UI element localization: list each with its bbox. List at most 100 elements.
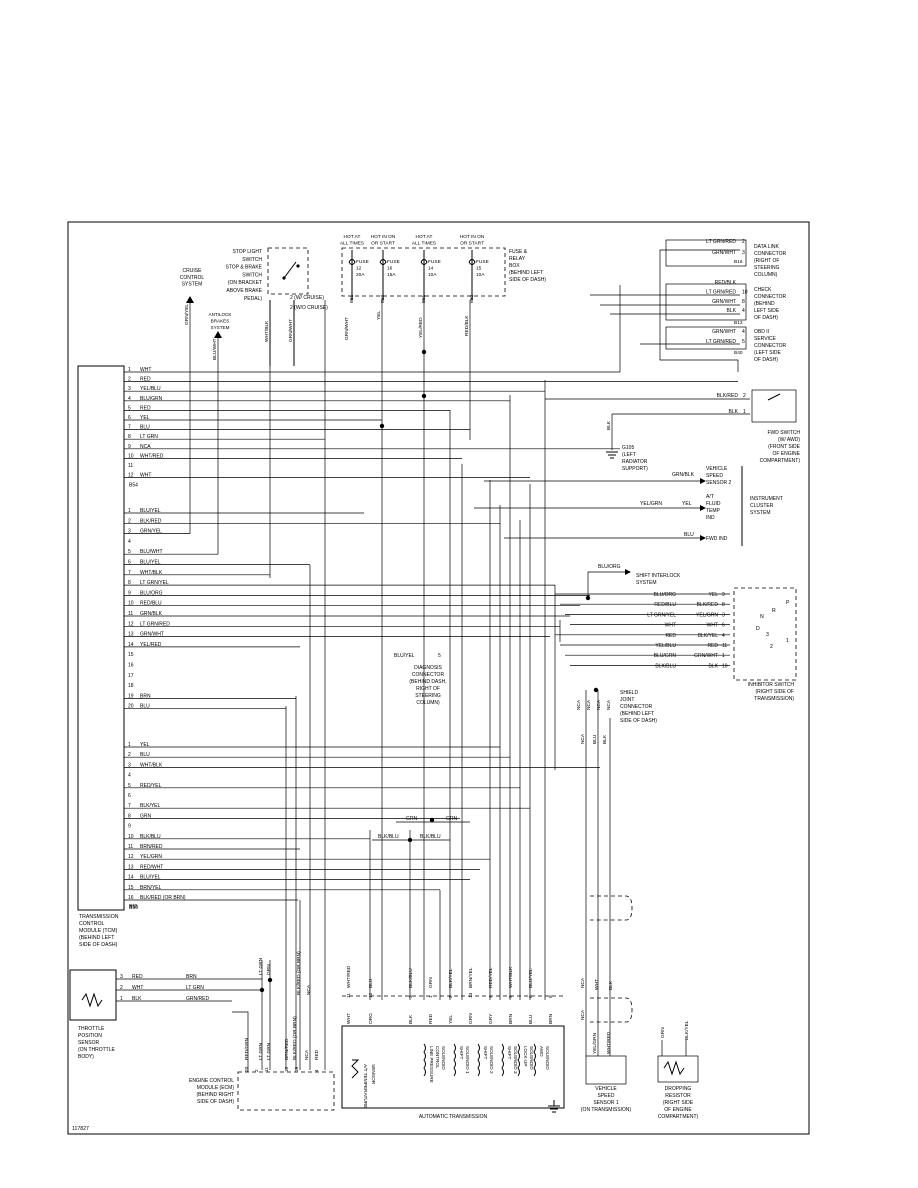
tcm-pin-color: RED/WHT [140, 864, 163, 870]
tcm-pin-number: 8 [128, 434, 131, 440]
data-link-label: DATA LINK [754, 244, 779, 250]
tcm-pin-color: RED/BLU [140, 601, 162, 607]
pin-number: 4 [314, 1069, 320, 1072]
wire-color: WHT [346, 1013, 352, 1024]
fwd-label: (FRONT SIDE [768, 444, 801, 450]
tcm-pin-number: 4 [128, 396, 131, 402]
wire-color: LT GRN/RED [706, 239, 736, 245]
ground-icon [548, 1100, 560, 1113]
ecm-box [237, 1071, 335, 1111]
wire-color: NCA [304, 1049, 310, 1060]
ground-label: RADIATOR [622, 459, 648, 465]
diag-label: (BEHIND DASH, [409, 679, 446, 685]
tcm-pin-color: YEL [140, 415, 150, 421]
wire-color: RED/YEL [488, 967, 494, 988]
solenoid-label: SOLENOID 2 [489, 1046, 494, 1074]
wire-color: LT GRN [266, 1042, 272, 1060]
tcm-pin-number: 13 [128, 864, 134, 870]
ground-label: SUPPORT) [622, 466, 648, 472]
solenoid-label: AWD [539, 1046, 544, 1057]
tcm-title-line: SIDE OF DASH) [79, 942, 118, 948]
tcm-pin-color: NCA [140, 444, 151, 450]
fwd-label: COMPARTMENT) [760, 458, 801, 464]
tcm-box [77, 365, 125, 911]
vss1-label: SPEED [598, 1093, 615, 1099]
tcm-pin-color: GRN/WHT [140, 632, 164, 638]
fuse-box-label: SIDE OF DASH) [509, 277, 546, 283]
wire-color: BLK/RED (OR BRN) [292, 1016, 298, 1060]
pin-number: 1 [428, 995, 434, 998]
potentiometer-icon [81, 992, 103, 1008]
tcm-pin-number: 8 [128, 813, 131, 819]
fuse-label: 10A [476, 272, 485, 278]
throttle-sensor-box [69, 969, 117, 1021]
vss2-label: SENSOR 2 [706, 480, 732, 486]
wire-color: YEL [709, 592, 719, 598]
tcm-pin-number: 11 [128, 844, 133, 850]
pin-number: 1 [722, 653, 725, 659]
solenoid-coil-icon [533, 1043, 536, 1077]
solenoid-label: SOLENOID [545, 1046, 550, 1070]
wire-color: YEL [376, 311, 382, 320]
ecm-label: (BEHIND RIGHT [197, 1092, 235, 1098]
splice-dot [267, 977, 273, 983]
tcm-pin-number: 15 [128, 652, 134, 658]
pin-number: 5 [742, 339, 745, 345]
tcm-pin-color: WHT [140, 367, 151, 373]
wire-color: RED [665, 633, 676, 639]
wire-color: NCA [606, 699, 612, 710]
wire-color: BLK [602, 734, 608, 744]
wire-color: BLK/RED [717, 393, 739, 399]
solenoid-label: SOLENOID 3 [513, 1046, 518, 1074]
wire-color: GRY [488, 1013, 494, 1024]
hot-label: OR START [371, 240, 395, 246]
shift-interlock-wire [587, 571, 628, 600]
figure-id: 117827 [72, 1126, 89, 1132]
tcm-pin-number: 1 [128, 742, 131, 748]
throttle-label: THROTTLE [78, 1026, 105, 1032]
tcm-pin-color: BLU/YEL [140, 508, 161, 514]
splice-dot [421, 349, 427, 355]
inhibitor-position: 2 [770, 644, 773, 650]
obd-label: CONNECTOR [754, 343, 787, 349]
wire-color: GRN [266, 964, 272, 975]
tcm-pin-color: YEL/BLU [140, 386, 161, 392]
wire-color: LT GRN [186, 985, 204, 991]
fuse-label: 14 [428, 265, 434, 271]
wire-color: BLK/YEL [448, 968, 454, 988]
tcm-pin-color: BLK/YEL [140, 803, 161, 809]
fuse-label: 16 [387, 265, 393, 271]
cruise-label: CONTROL [180, 275, 205, 281]
fuse-box-label: (BEHIND LEFT [509, 270, 543, 276]
pin-number: 9 [722, 592, 725, 598]
wire-color: GRN/WHT [694, 653, 718, 659]
dropping-label: COMPARTMENT) [658, 1114, 699, 1120]
shield-braid [590, 895, 633, 921]
wire-color: YEL/GRN [696, 612, 718, 618]
wire-color: BLK/BLU [408, 968, 414, 988]
solenoid-label: SOLENOID [529, 1046, 534, 1070]
pin-number: 5 [508, 995, 514, 998]
wire-color: GRN/YEL [184, 304, 190, 325]
shield-braid [590, 997, 633, 1023]
hot-label: HOT IN ON [460, 234, 485, 240]
tcm-pin-number: 12 [128, 621, 134, 627]
wire-color: BLU/ORG [653, 592, 676, 598]
ecm-label: MODULE (ECM) [197, 1085, 235, 1091]
pin-number: 1 [743, 409, 746, 415]
fuse-symbol [348, 259, 356, 265]
pin-number: 4 [742, 329, 745, 335]
solenoid-coil-icon [501, 1043, 504, 1077]
stop-light-text: STOP & BRAKE [226, 265, 263, 271]
ecm-label: SIDE OF DASH) [197, 1099, 234, 1105]
solenoid-label: SHIFT [507, 1046, 512, 1059]
wire-color: RED/BLU [654, 602, 676, 608]
tcm-pin-number: 17 [128, 673, 134, 679]
diag-label: RIGHT OF [416, 686, 440, 692]
pin-number: 1 [120, 996, 123, 1002]
tcm-pin-number: 5 [128, 783, 131, 789]
wire-color: NCA [306, 984, 312, 995]
pin-number: 20 [244, 1066, 250, 1072]
